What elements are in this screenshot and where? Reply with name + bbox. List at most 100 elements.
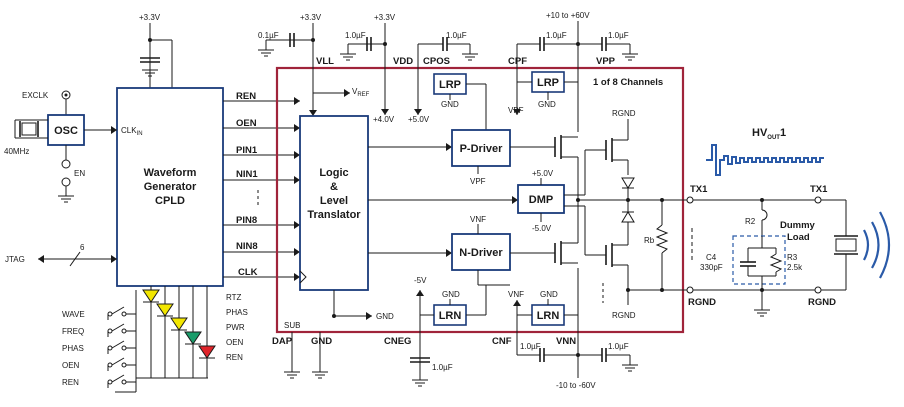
dmp-label: DMP	[529, 194, 553, 206]
vref-label: VREF	[352, 87, 370, 98]
clk-label: CLK	[238, 267, 258, 278]
ref-5v-label: +5.0V	[408, 115, 430, 124]
n-driver-vnf-label: VNF	[470, 215, 486, 224]
switch-lever-icon	[111, 340, 125, 349]
n-mosfet-icon	[554, 225, 579, 265]
en-connector-icon	[61, 159, 71, 169]
r3-name: R3	[787, 253, 798, 262]
switch-contact-icon	[107, 379, 113, 385]
ref-4v-label: +4.0V	[373, 115, 395, 124]
switch-ren: REN	[62, 374, 136, 388]
led-rtz: RTZ	[142, 286, 242, 378]
chip-channel-label: 1 of 8 Channels	[593, 77, 663, 88]
ren-label: REN	[236, 91, 256, 102]
dmp-neg-label: -5.0V	[532, 224, 552, 233]
sound-wave-icon	[863, 211, 890, 279]
r3-resistor-icon	[769, 253, 783, 273]
tx1-pin-icon	[686, 196, 694, 204]
n-driver-label: N-Driver	[459, 247, 503, 259]
cpf-vpf-label: VPF	[508, 106, 524, 115]
logic-label-line2: &	[330, 181, 338, 193]
crystal-icon	[19, 121, 39, 137]
switch-label: OEN	[62, 361, 80, 370]
p-driver-label: P-Driver	[460, 143, 504, 155]
switch-label: REN	[62, 378, 79, 387]
jtag-label: JTAG	[5, 255, 25, 264]
rb-resistor-icon	[655, 224, 669, 254]
lrp-label-right: LRP	[537, 77, 559, 89]
cap-vdd-value: 1.0µF	[345, 31, 366, 40]
switch-wave: WAVE	[62, 306, 136, 320]
neg5v-label: -5V	[414, 276, 427, 285]
cpld-block	[116, 87, 224, 287]
rgnd-bottom-label: RGND	[612, 311, 636, 320]
cneg-pin-label: CNEG	[384, 336, 411, 347]
dip-switches	[115, 290, 137, 393]
vnn-pin-label: VNN	[556, 336, 576, 347]
ground-icon	[754, 309, 770, 317]
led-icon	[142, 289, 160, 303]
gnd-pin-label: GND	[311, 336, 332, 347]
logic-gnd-label: GND	[376, 312, 394, 321]
vll-pin-label: VLL	[316, 56, 334, 67]
nin8-label: NIN8	[236, 241, 258, 252]
n-driver-block	[451, 233, 511, 271]
switch-contact-icon	[107, 328, 113, 334]
osc-label: OSC	[54, 125, 78, 137]
ground-icon	[462, 53, 478, 61]
damp-p-mosfet-icon	[605, 138, 628, 162]
dummy-load-line2: Load	[787, 232, 810, 243]
cnf-pin-label: CNF	[492, 336, 512, 347]
led-label: PWR	[226, 323, 245, 332]
cpld-label-line3: CPLD	[155, 195, 185, 207]
vnn-supply-label: -10 to -60V	[556, 381, 596, 390]
switch-label: FREQ	[62, 327, 84, 336]
en-label: EN	[74, 169, 85, 178]
cap-vpp-value: 1.0µF	[608, 31, 629, 40]
r2-label: R2	[745, 217, 756, 226]
nin1-label: NIN1	[236, 169, 258, 180]
rgnd-out-label: RGND	[808, 297, 836, 308]
hvout-label: HVOUT1	[752, 127, 786, 141]
cpld-label-line2: Generator	[144, 181, 197, 193]
ground-icon	[412, 379, 428, 387]
logic-label-line3: Level	[320, 195, 348, 207]
jtag-bus-width: 6	[80, 243, 85, 252]
rgnd-out-pin-icon	[814, 286, 822, 294]
dmp-block	[517, 184, 565, 214]
led-label: PHAS	[226, 308, 248, 317]
ground-icon	[622, 364, 638, 372]
led-icon	[156, 303, 174, 317]
switch-lever-icon	[111, 323, 125, 332]
lrn-label-left: LRN	[439, 310, 462, 322]
lrn-label-right: LRN	[537, 310, 560, 322]
switch-lever-icon	[111, 357, 125, 366]
cpf-pin-label: CPF	[508, 56, 527, 67]
pin1-label: PIN1	[236, 145, 258, 156]
exclk-label: EXCLK	[22, 91, 49, 100]
switch-freq: FREQ	[62, 323, 136, 337]
logic-label-line1: Logic	[319, 167, 348, 179]
vpp-supply-label: +10 to +60V	[546, 11, 590, 20]
diode-icon	[621, 211, 635, 223]
hvout-waveform	[706, 144, 824, 176]
ground-icon	[284, 371, 300, 379]
vll-supply-label: +3.3V	[300, 13, 322, 22]
junction-dot	[148, 38, 152, 42]
led-label: OEN	[226, 338, 244, 347]
ground-icon	[340, 53, 356, 61]
switch-lever-icon	[111, 306, 125, 315]
vpp-pin-label: VPP	[596, 56, 616, 67]
pin8-label: PIN8	[236, 215, 257, 226]
transducer-icon	[834, 235, 858, 255]
p-driver-block	[451, 129, 511, 167]
led-icon	[184, 331, 202, 345]
rb-label: Rb	[644, 236, 655, 245]
r3-value: 2.5k	[787, 263, 803, 272]
switch-contact-icon	[107, 362, 113, 368]
ground-icon	[312, 371, 328, 379]
ground-icon	[258, 49, 274, 57]
cnf-vnf-label: VNF	[508, 290, 524, 299]
